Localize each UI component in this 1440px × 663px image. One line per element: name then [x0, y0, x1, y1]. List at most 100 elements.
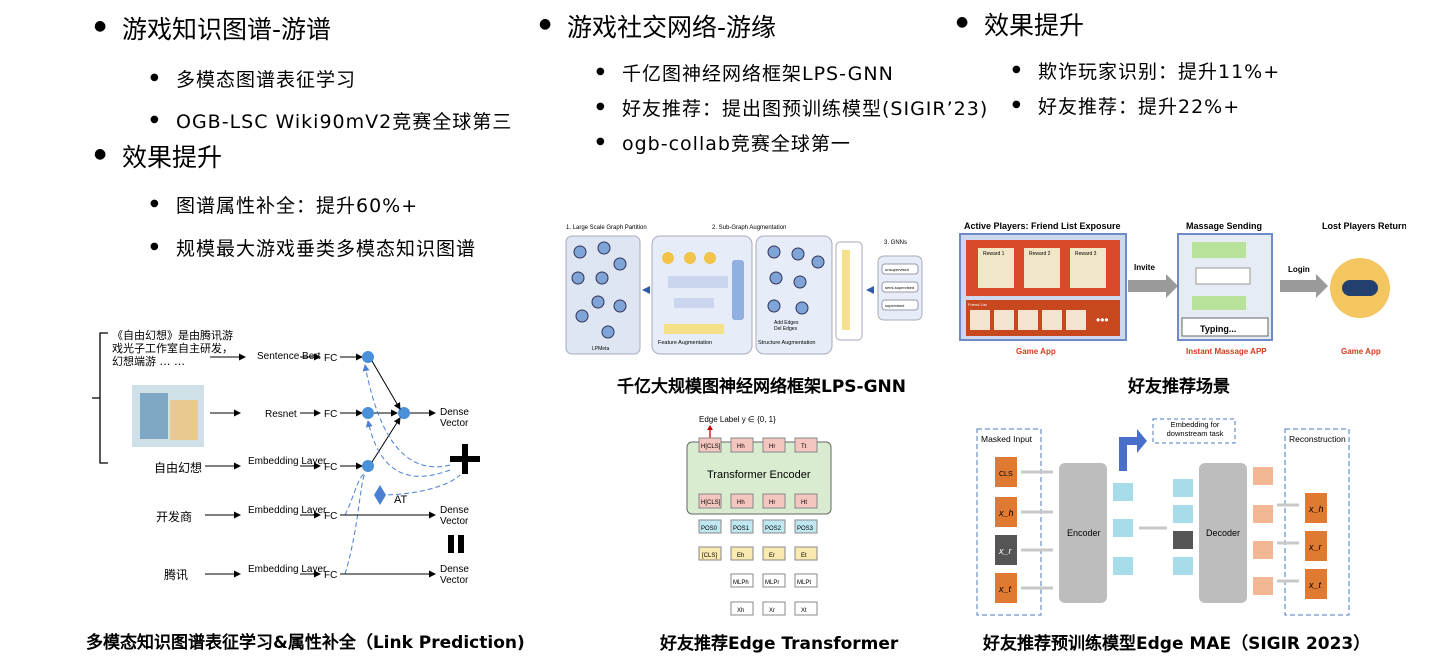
pause-icon — [448, 535, 454, 553]
item-lps-gnn: 千亿图神经网络框架LPS-GNN — [596, 59, 894, 86]
entity-ziyou: 自由幻想 — [154, 460, 202, 475]
dense-vector-1-a: Dense — [440, 407, 469, 418]
edge-label: Edge Label y ∈ {0, 1} — [699, 415, 776, 424]
item-friend-rec-gain: 好友推荐：提升22%+ — [1012, 92, 1240, 119]
svg-text:•••: ••• — [1096, 313, 1109, 327]
embedding-note: Embedding for downstream task — [1166, 420, 1224, 438]
caption-lps-gnn: 千亿大规模图神经网络框架LPS-GNN — [617, 377, 906, 397]
scenario-title-3: Lost Players Return — [1322, 221, 1406, 231]
plus-icon — [450, 444, 480, 474]
login-label: Login — [1288, 265, 1310, 274]
masked-input-box — [976, 428, 1042, 616]
encoder-sentence-bert: Sentence Bert — [257, 351, 321, 362]
multimodal-kg-diagram: 《自由幻想》是由腾讯游戏光子工作室自主研发，幻想端游 … … 自由幻想 开发商 … — [92, 329, 480, 586]
pos-0: POS0 — [701, 526, 718, 532]
fc-3: FC — [324, 462, 337, 473]
item-largest-kg: 规模最大游戏垂类多模态知识图谱 — [150, 234, 476, 261]
mid-token-h: Hh — [737, 500, 745, 506]
mlp-r: MLPr — [765, 580, 779, 586]
scenario-title-1: Active Players: Friend List Exposure — [964, 221, 1121, 231]
masked-input-label: Masked Input — [981, 434, 1033, 444]
typing-label: Typing... — [1200, 324, 1236, 334]
dense-vector-2-b: Vector — [440, 516, 469, 527]
pos-3: POS3 — [797, 526, 814, 532]
pos-2: POS2 — [765, 526, 782, 532]
caption-edge-transformer: 好友推荐Edge Transformer — [660, 634, 899, 654]
encoder-label: Encoder — [1067, 528, 1101, 538]
encoder-embedding-2: Embedding Layer — [248, 505, 327, 516]
lps-gnn-diagram: 1. Large Scale Graph Partition 2. Sub-Gr… — [565, 225, 923, 355]
entity-tencent: 腾讯 — [164, 567, 188, 582]
invite-arrow — [1128, 274, 1178, 298]
gnn-unsupervised: unsupervised — [885, 267, 909, 272]
reconstruction-box — [1284, 428, 1350, 616]
reward-2: Reward 2 — [1029, 251, 1051, 257]
heading-effect-2: 效果提升 — [956, 6, 1084, 42]
x-t: Xt — [801, 608, 807, 614]
decoder-label: Decoder — [1206, 528, 1240, 538]
item-friend-rec: 好友推荐：提出图预训练模型(SIGIR’23) — [596, 94, 988, 121]
mlp-t: MLPt — [797, 580, 811, 586]
x-h: Xh — [737, 608, 744, 614]
encoder-block — [1059, 463, 1107, 603]
dense-vector-2-a: Dense — [440, 505, 469, 516]
friend-rec-scenario: Active Players: Friend List Exposure Mas… — [959, 221, 1406, 356]
friend-list-label: Friend List — [968, 302, 988, 307]
lpmeta-label: LPMeta — [592, 346, 609, 352]
dense-vector-3-b: Vector — [440, 575, 469, 586]
mlp-h: MLPh — [733, 580, 749, 586]
encoder-resnet: Resnet — [265, 409, 297, 420]
kg-text-input: 《自由幻想》是由腾讯游戏光子工作室自主研发，幻想端游 … … — [112, 329, 233, 368]
at-label: AT — [394, 494, 408, 506]
input-xr: x_r — [998, 546, 1013, 556]
gnn-supervised: supervised — [885, 303, 904, 308]
label-game-app-2: Game App — [1341, 347, 1381, 356]
fc-2: FC — [324, 409, 337, 420]
emb-h: Eh — [737, 553, 744, 559]
reward-1: Reward 1 — [983, 251, 1005, 257]
attention-node-2 — [362, 407, 374, 419]
item-ogb-collab: ogb-collab竞赛全球第一 — [596, 129, 851, 156]
dense-vector-1-b: Vector — [440, 418, 469, 429]
mid-token-r: Hr — [769, 500, 775, 506]
output-xh: x_h — [1308, 504, 1324, 514]
scenario-title-2: Massage Sending — [1186, 221, 1262, 231]
mid-token-cls: H[CLS] — [701, 500, 721, 506]
lps-step1: 1. Large Scale Graph Partition — [566, 225, 647, 231]
embedding-arrow — [1119, 429, 1147, 471]
feature-aug-label: Feature Augmentation — [658, 340, 712, 346]
reconstruction-label: Reconstruction — [1289, 434, 1346, 444]
input-xt: x_t — [998, 584, 1012, 594]
emb-t: Et — [801, 553, 807, 559]
item-fraud: 欺诈玩家识别：提升11%+ — [1012, 57, 1280, 84]
top-token-r: Hr — [769, 444, 775, 450]
mid-token-t: Ht — [801, 500, 807, 506]
transformer-encoder-label: Transformer Encoder — [707, 469, 811, 481]
heading-game-kg: 游戏知识图谱-游谱 — [94, 10, 331, 46]
item-attr-completion: 图谱属性补全：提升60%+ — [150, 191, 418, 218]
attention-node-1 — [362, 351, 374, 363]
at-marker — [374, 485, 386, 505]
fusion-node — [398, 407, 410, 419]
fc-4: FC — [324, 511, 337, 522]
top-token-cls: H[CLS] — [701, 444, 721, 450]
fc-1: FC — [324, 353, 337, 364]
caption-edge-mae: 好友推荐预训练模型Edge MAE（SIGIR 2023） — [983, 634, 1371, 654]
caption-friend-scenario: 好友推荐场景 — [1128, 377, 1230, 397]
entity-developer: 开发商 — [156, 509, 192, 524]
add-edges-label: Add Edges — [774, 320, 799, 326]
encoder-embedding-3: Embedding Layer — [248, 564, 327, 575]
item-ogb-lsc: OGB-LSC Wiki90mV2竞赛全球第三 — [150, 107, 512, 134]
top-token-h: Hh — [737, 444, 745, 450]
item-multimodal: 多模态图谱表征学习 — [150, 65, 356, 92]
input-cls: CLS — [999, 471, 1013, 478]
attention-node-3 — [362, 460, 374, 472]
x-r: Xr — [769, 608, 775, 614]
label-game-app-1: Game App — [1016, 347, 1056, 356]
output-xt: x_t — [1308, 580, 1322, 590]
encoder-embedding-1: Embedding Layer — [248, 456, 327, 467]
heading-effect-1: 效果提升 — [94, 138, 222, 174]
gnn-semi: semi-supervised — [885, 285, 914, 290]
emb-r: Er — [769, 553, 775, 559]
top-token-t: Tt — [801, 444, 807, 450]
